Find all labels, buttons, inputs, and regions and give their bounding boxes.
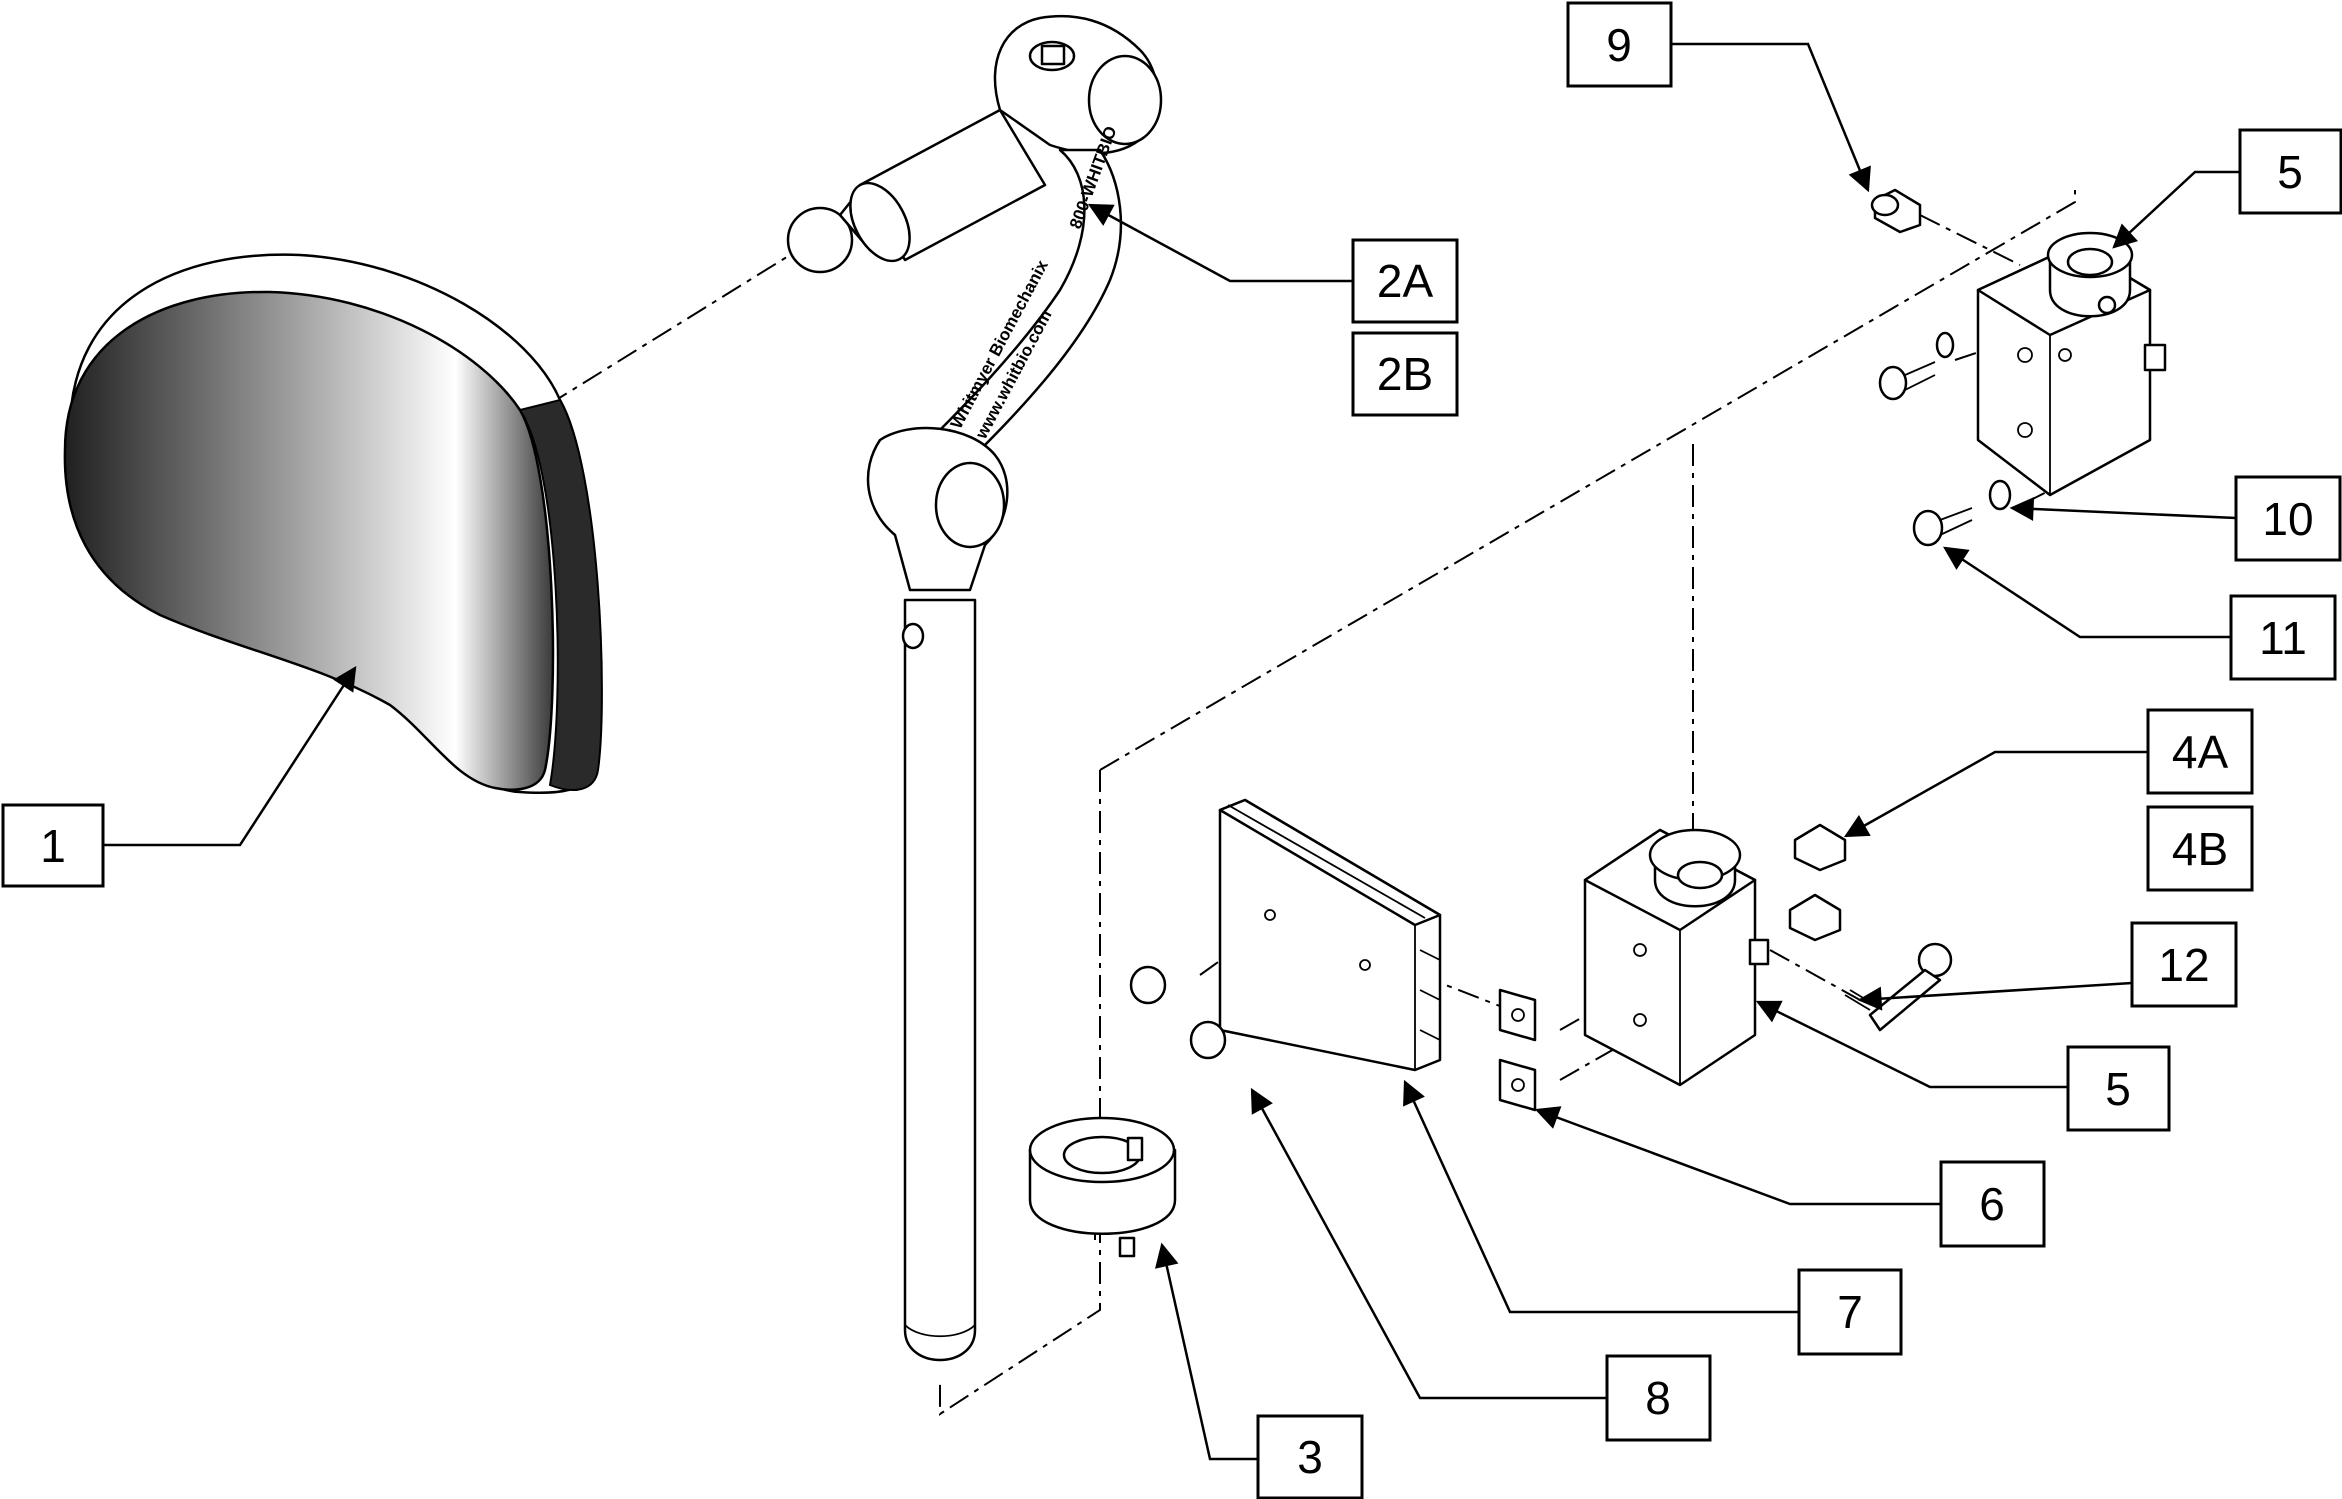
callout-4B-label: 4B [2172,823,2228,875]
callout-11: 11 [2229,594,2337,681]
callout-12: 12 [2130,921,2238,1008]
callout-2B-label: 2B [1377,348,1433,400]
callout-2A: 2A [1351,238,1459,324]
lower-clamp-block [1583,828,1770,1087]
callout-4B: 4B [2146,805,2254,892]
callout-3: 3 [1256,1414,1364,1499]
callout-7: 7 [1797,1268,1903,1356]
callout-2A-label: 2A [1377,255,1434,307]
assembly-center-lines [547,190,2076,1416]
hardware [1129,188,2012,1112]
callout-10: 10 [2234,475,2342,562]
callout-12-label: 12 [2158,939,2209,991]
upper-clamp-block [1976,231,2167,497]
callout-9-label: 9 [1606,19,1632,71]
mounting-plate [1218,798,1442,1072]
callout-7-label: 7 [1837,1286,1863,1338]
callout-4A: 4A [2146,708,2254,795]
callout-2B: 2B [1351,331,1459,417]
callout-5-bottom: 5 [2066,1045,2171,1132]
callout-11-label: 11 [2259,612,2307,664]
leader-lines [103,42,2240,1461]
callout-9: 9 [1566,1,1673,88]
callout-8-label: 8 [1645,1372,1671,1424]
callout-5-bottom-label: 5 [2105,1063,2131,1115]
callout-1: 1 [1,803,105,888]
callout-1-label: 1 [40,820,66,872]
callout-6-label: 6 [1979,1178,2005,1230]
headrest-arm: Whitmyer Biomechanix www.whitbio.com 800… [786,14,1163,1362]
callout-6: 6 [1939,1160,2046,1248]
callout-3-label: 3 [1297,1431,1323,1483]
headrest-pad [63,253,603,795]
callout-5-top-label: 5 [2277,146,2303,198]
callout-5-top: 5 [2238,128,2342,215]
callout-8: 8 [1605,1354,1712,1442]
callout-10-label: 10 [2262,493,2313,545]
callout-4A-label: 4A [2172,726,2229,778]
shaft-collar [1028,1116,1177,1258]
